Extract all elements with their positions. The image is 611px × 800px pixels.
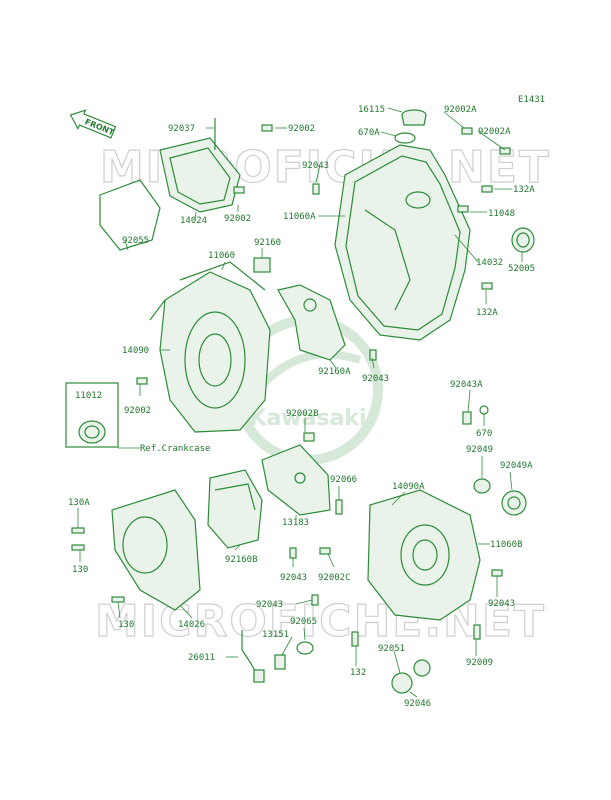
label-130: 130 <box>72 565 88 575</box>
label-11060A: 11060A <box>283 212 316 222</box>
label-92046: 92046 <box>404 699 431 709</box>
diagram-ref-code: E1431 <box>518 95 545 105</box>
front-arrow-icon: FRONT <box>69 109 117 139</box>
plate-13183 <box>261 432 331 516</box>
gasket-92055 <box>99 179 161 251</box>
label-92160: 92160 <box>254 238 281 248</box>
label-92002A-2: 92002A <box>478 127 511 137</box>
part-labels: 16115 92002A 670A 92002A 92037 92002 920… <box>68 105 535 709</box>
label-92037: 92037 <box>168 124 195 134</box>
label-11060B: 11060B <box>490 540 523 550</box>
label-92160A: 92160A <box>318 367 351 377</box>
label-14032: 14032 <box>476 258 503 268</box>
part-92160-block <box>253 257 271 273</box>
label-13151: 13151 <box>262 630 289 640</box>
label-92043-4: 92043 <box>256 600 283 610</box>
label-92066: 92066 <box>330 475 357 485</box>
left-cover-14090 <box>136 271 271 433</box>
sprocket-cover-14026 <box>71 489 201 611</box>
label-52005: 52005 <box>508 264 535 274</box>
label-670: 670 <box>476 429 492 439</box>
label-92002: 92002 <box>288 124 315 134</box>
bolts-upper-right <box>312 127 511 361</box>
label-11060: 11060 <box>208 251 235 261</box>
label-92002C: 92002C <box>318 573 351 583</box>
label-130-2: 130 <box>118 620 134 630</box>
brand-watermark: Kawasaki <box>249 406 366 431</box>
label-92009: 92009 <box>466 658 493 668</box>
label-92051: 92051 <box>378 644 405 654</box>
right-engine-cover <box>334 144 471 341</box>
label-132A-2: 132A <box>476 308 498 318</box>
label-92043: 92043 <box>302 161 329 171</box>
small-cover-14024 <box>159 118 273 213</box>
label-13183: 13183 <box>282 518 309 528</box>
label-14090: 14090 <box>122 346 149 356</box>
label-92065: 92065 <box>290 617 317 627</box>
label-92043-3: 92043 <box>280 573 307 583</box>
label-92043-2: 92043 <box>362 374 389 384</box>
label-92002A: 92002A <box>444 105 477 115</box>
bracket-92160A <box>277 284 346 361</box>
label-26011: 26011 <box>188 653 215 663</box>
label-92043-5: 92043 <box>488 599 515 609</box>
label-92043A: 92043A <box>450 380 483 390</box>
label-11012: 11012 <box>75 391 102 401</box>
oil-filler-cap <box>394 109 427 144</box>
label-92049: 92049 <box>466 445 493 455</box>
leader-lines <box>77 107 523 698</box>
label-132: 132 <box>350 668 366 678</box>
label-ref-crankcase: Ref.Crankcase <box>140 444 210 454</box>
cover-11060B <box>367 405 527 621</box>
oil-seal-11012-box <box>65 382 119 448</box>
label-92002-3: 92002 <box>124 406 151 416</box>
label-14026: 14026 <box>178 620 205 630</box>
label-130A: 130A <box>68 498 90 508</box>
cover-11060 <box>179 261 266 291</box>
label-14090A: 14090A <box>392 482 425 492</box>
label-92049A: 92049A <box>500 461 533 471</box>
label-92002-2: 92002 <box>224 214 251 224</box>
label-92160B: 92160B <box>225 555 258 565</box>
label-16115: 16115 <box>358 105 385 115</box>
cover-92160B <box>207 469 263 549</box>
label-11048: 11048 <box>488 209 515 219</box>
label-670A: 670A <box>358 128 380 138</box>
oil-seal-right <box>511 227 535 253</box>
label-92002B: 92002B <box>286 409 319 419</box>
label-14024: 14024 <box>180 216 207 226</box>
label-132A: 132A <box>513 185 535 195</box>
label-92055: 92055 <box>122 236 149 246</box>
